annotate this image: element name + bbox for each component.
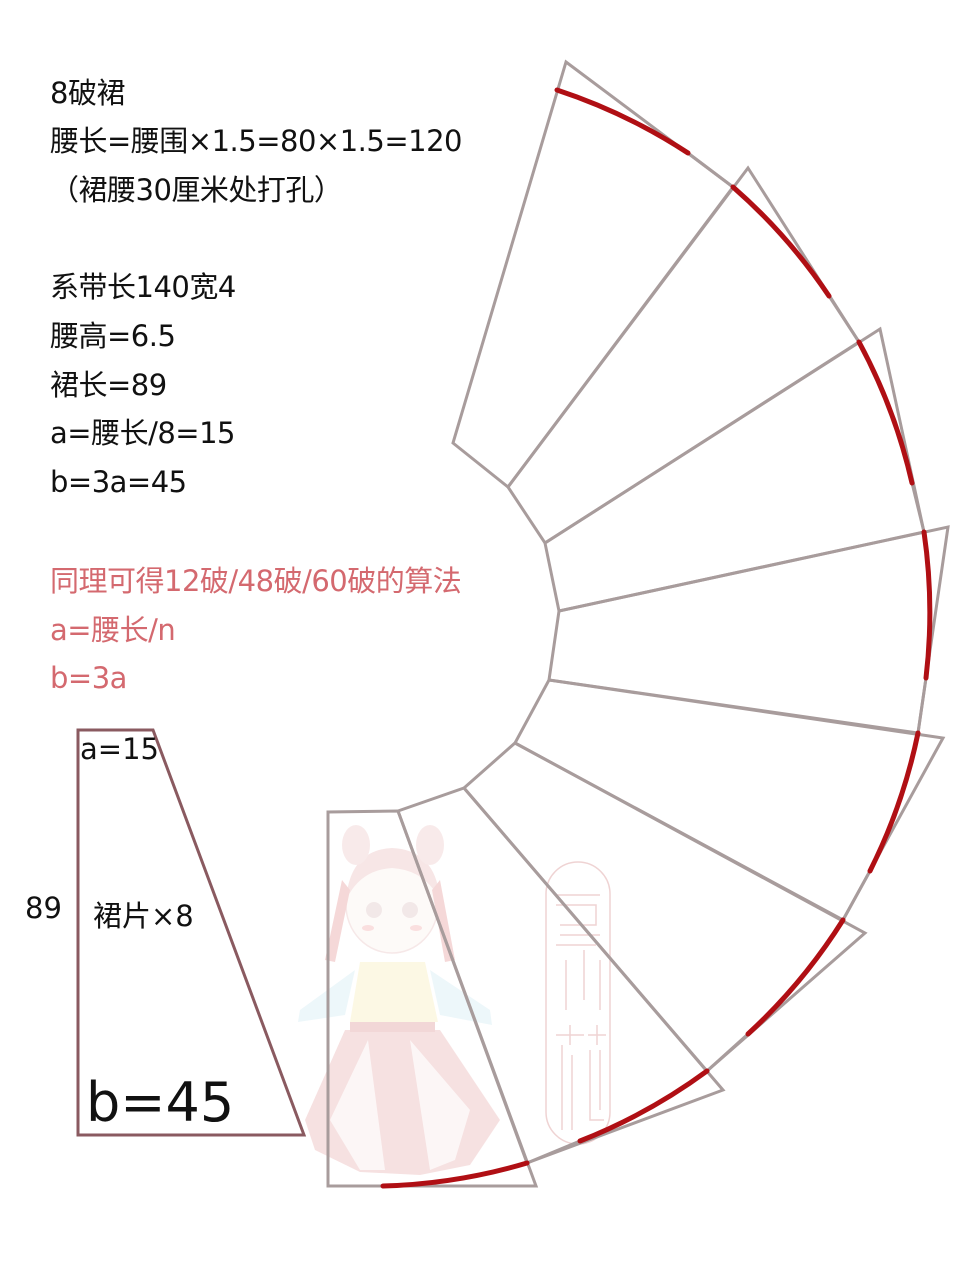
panel-height-label: 89 bbox=[25, 891, 62, 925]
hem-arc-5 bbox=[867, 730, 921, 874]
general-b-formula: b=3a bbox=[50, 661, 127, 695]
fan-panel-5 bbox=[512, 678, 946, 923]
general-rule-heading: 同理可得12破/48破/60破的算法 bbox=[50, 564, 462, 598]
waist-hole-note: （裙腰30厘米处打孔） bbox=[50, 173, 343, 207]
hem-arc-2 bbox=[730, 184, 832, 299]
title-text: 8破裙 bbox=[50, 76, 125, 110]
hem-arc-8 bbox=[380, 1160, 530, 1189]
fan-panel-1 bbox=[451, 59, 736, 490]
general-a-formula: a=腰长/n bbox=[50, 613, 176, 647]
hem-arc-4 bbox=[921, 529, 933, 681]
fan-panel-3 bbox=[543, 326, 926, 613]
waist-length-formula: 腰长=腰围×1.5=80×1.5=120 bbox=[50, 124, 463, 158]
a-formula: a=腰长/8=15 bbox=[50, 416, 236, 450]
fan-panel-4 bbox=[547, 525, 950, 735]
tie-band-spec: 系带长140宽4 bbox=[50, 270, 236, 304]
waist-height-spec: 腰高=6.5 bbox=[50, 319, 176, 353]
fan-panel-2 bbox=[506, 165, 862, 546]
seal-stamp-watermark bbox=[545, 861, 611, 1145]
fan-panel-8 bbox=[326, 809, 539, 1188]
hem-arc-7 bbox=[577, 1068, 710, 1144]
hem-arc-6 bbox=[745, 917, 846, 1037]
hem-arcs bbox=[380, 87, 933, 1189]
hem-arc-3 bbox=[856, 339, 915, 486]
hem-arc-1 bbox=[554, 87, 691, 156]
skirt-length-spec: 裙长=89 bbox=[50, 368, 167, 402]
b-formula: b=3a=45 bbox=[50, 465, 187, 499]
panel-bottom-width-label: b=45 bbox=[86, 1071, 235, 1134]
single-panel-outline bbox=[76, 728, 307, 1137]
panel-count-label: 裙片×8 bbox=[93, 899, 194, 933]
panel-top-width-label: a=15 bbox=[80, 732, 159, 766]
